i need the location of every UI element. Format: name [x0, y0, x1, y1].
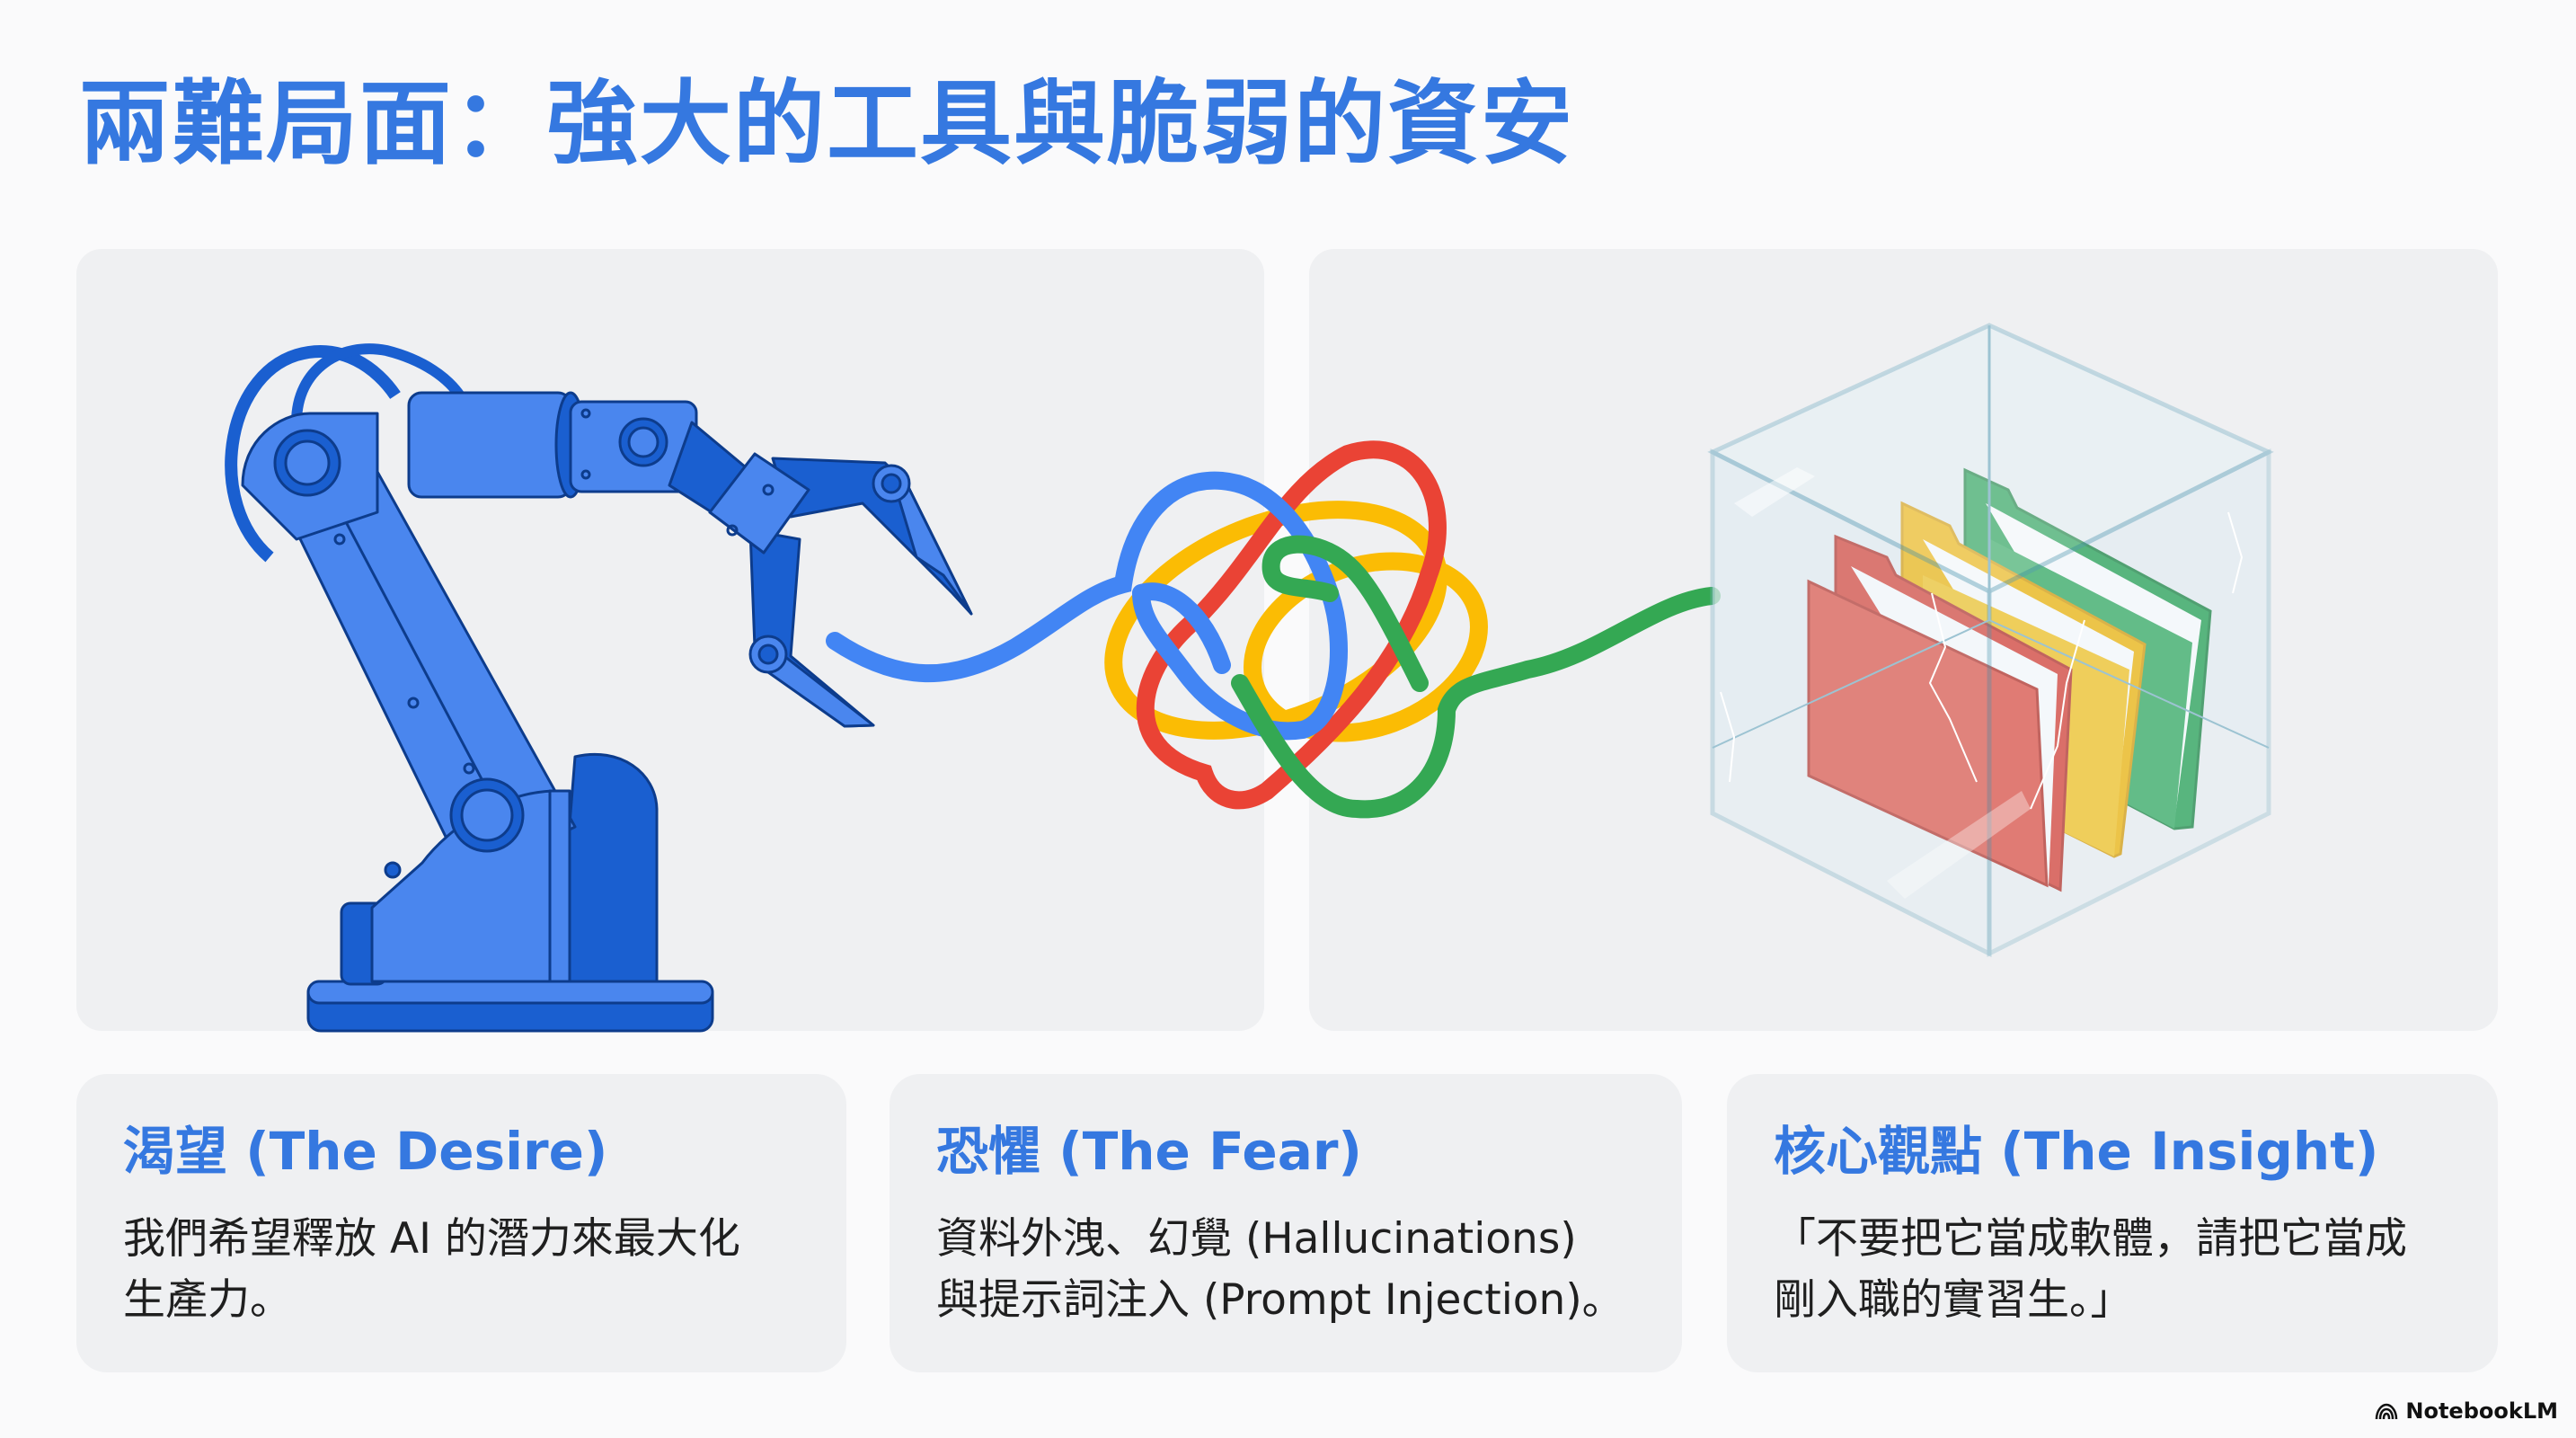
card-title-insight: 核心觀點 (The Insight) [1774, 1121, 2379, 1182]
card-insight: 核心觀點 (The Insight) 「不要把它當成軟體，請把它當成 剛入職的實… [1727, 1074, 2498, 1372]
card-title-desire: 渴望 (The Desire) [123, 1121, 608, 1182]
card-fear: 恐懼 (The Fear) 資料外洩、幻覺 (Hallucinations) 與… [890, 1074, 1682, 1372]
card-title-fear: 恐懼 (The Fear) [936, 1121, 1362, 1182]
card-body-fear: 資料外洩、幻覺 (Hallucinations) 與提示詞注入 (Prompt … [936, 1213, 1624, 1325]
slide-title: 兩難局面：強大的工具與脆弱的資安 [79, 71, 1574, 178]
notebooklm-logo-icon [2376, 1403, 2398, 1420]
illustration-panel-right [1309, 249, 2498, 1031]
notebooklm-brand: NotebookLM [2375, 1398, 2558, 1424]
illustration-panel-left [76, 249, 1264, 1031]
brand-label: NotebookLM [2405, 1398, 2558, 1424]
card-desire: 渴望 (The Desire) 我們希望釋放 AI 的潛力來最大化 生產力。 [76, 1074, 846, 1372]
card-body-insight: 「不要把它當成軟體，請把它當成 剛入職的實習生。」 [1774, 1213, 2407, 1325]
card-body-desire: 我們希望釋放 AI 的潛力來最大化 生產力。 [123, 1213, 740, 1325]
